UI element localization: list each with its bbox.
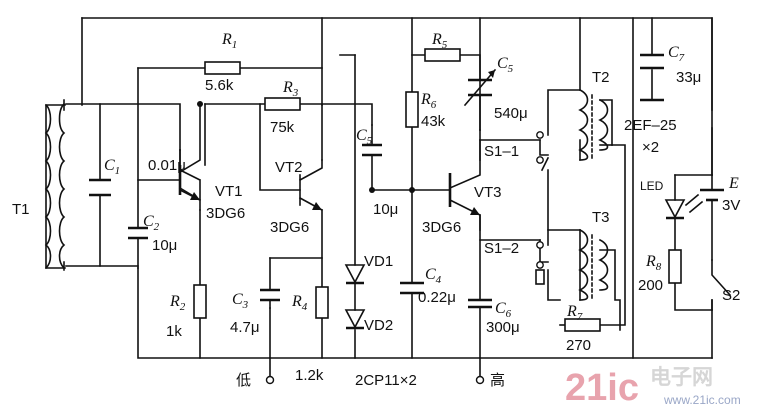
s1-switch-contacts bbox=[535, 131, 545, 285]
c6-label: C6 bbox=[495, 300, 512, 320]
r8-label: R8 bbox=[645, 253, 662, 273]
r4-value: 1.2k bbox=[295, 367, 324, 384]
vt3-label: VT3 bbox=[474, 184, 502, 201]
t-count: ×2 bbox=[642, 139, 659, 156]
r2-resistor bbox=[193, 284, 207, 319]
e-value: 3V bbox=[722, 197, 740, 214]
battery-e bbox=[700, 174, 724, 261]
vd1-label: VD1 bbox=[364, 253, 393, 270]
c5-variable-capacitor bbox=[463, 68, 497, 107]
led-label: LED bbox=[640, 179, 664, 193]
c5-var-label: C5 bbox=[497, 55, 514, 75]
vd2-diode bbox=[344, 309, 366, 330]
c5-input-label: C5 bbox=[356, 127, 373, 147]
wires bbox=[45, 17, 732, 359]
e-label: E bbox=[728, 175, 739, 192]
c3-value: 4.7μ bbox=[230, 319, 260, 336]
t3-label: T3 bbox=[592, 209, 610, 226]
watermark-brand: 21ic bbox=[565, 367, 639, 409]
c1-capacitor bbox=[89, 178, 111, 197]
vt2-type: 3DG6 bbox=[270, 219, 309, 236]
low-label: 低 bbox=[236, 371, 251, 389]
r2-label: R2 bbox=[169, 293, 186, 313]
r1-value: 5.6k bbox=[205, 77, 234, 94]
c3-capacitor bbox=[260, 288, 280, 309]
r2-value: 1k bbox=[166, 323, 182, 340]
c1-label: C1 bbox=[104, 157, 120, 177]
r4-label: R4 bbox=[291, 293, 308, 313]
t2-transformer bbox=[578, 88, 613, 161]
t2-label: T2 bbox=[592, 69, 610, 86]
high-terminal[interactable] bbox=[475, 375, 485, 385]
r1-resistor bbox=[204, 61, 241, 75]
vd-type: 2CP11×2 bbox=[355, 372, 417, 389]
t-type: 2EF–25 bbox=[624, 117, 677, 134]
c6-capacitor bbox=[468, 298, 492, 309]
c2-label: C2 bbox=[143, 213, 160, 233]
t1-transformer bbox=[44, 102, 66, 270]
vt1-label: VT1 bbox=[215, 183, 243, 200]
low-terminal[interactable] bbox=[265, 375, 275, 385]
vd1-diode bbox=[344, 264, 366, 311]
vt2-transistor bbox=[312, 202, 322, 210]
c4-value: 0.22μ bbox=[418, 289, 456, 306]
c4-label: C4 bbox=[425, 266, 442, 286]
c7-value: 33μ bbox=[676, 69, 701, 86]
r6-value: 43k bbox=[421, 113, 446, 130]
s2-label: S2 bbox=[722, 287, 740, 304]
vt1-type: 3DG6 bbox=[206, 205, 245, 222]
r1-label: R1 bbox=[221, 31, 237, 51]
r5-resistor bbox=[424, 48, 461, 62]
watermark-brand-cn: 电子网 bbox=[650, 365, 713, 389]
c7-label: C7 bbox=[668, 44, 685, 64]
c3-label: C3 bbox=[232, 291, 249, 311]
c6-value: 300μ bbox=[486, 319, 520, 336]
r8-value: 200 bbox=[638, 277, 663, 294]
r3-value: 75k bbox=[270, 119, 295, 136]
junction-dots bbox=[197, 101, 415, 193]
vt3-type: 3DG6 bbox=[422, 219, 461, 236]
vt2-label: VT2 bbox=[275, 159, 303, 176]
c5-input-value: 10μ bbox=[373, 201, 398, 218]
c2-capacitor bbox=[128, 226, 148, 269]
r5-label: R5 bbox=[431, 31, 448, 51]
r7-label: R7 bbox=[566, 303, 583, 323]
t1-label: T1 bbox=[12, 201, 30, 218]
r8-resistor bbox=[668, 249, 682, 284]
vd2-label: VD2 bbox=[364, 317, 393, 334]
c4-capacitor bbox=[400, 281, 424, 295]
labels: T1 C1 C2 10μ 0.01μ R1 5.6k R3 75k R2 1k … bbox=[12, 31, 740, 389]
c1-value: 0.01μ bbox=[148, 157, 186, 174]
r7-resistor bbox=[564, 318, 601, 332]
c2-value: 10μ bbox=[152, 237, 177, 254]
c5-input-capacitor bbox=[362, 143, 382, 157]
r4-resistor bbox=[315, 286, 329, 319]
watermark-url: www.21ic.com bbox=[663, 393, 741, 407]
t3-transformer bbox=[578, 228, 609, 301]
r6-resistor bbox=[405, 91, 419, 128]
led-diode bbox=[664, 193, 704, 220]
vt3-transistor bbox=[448, 173, 480, 215]
vt1-transistor bbox=[137, 103, 202, 202]
c7-capacitor bbox=[640, 53, 664, 102]
s1-1-label: S1–1 bbox=[484, 143, 519, 160]
high-label: 高 bbox=[490, 371, 505, 389]
r6-label: R6 bbox=[420, 91, 437, 111]
r7-value: 270 bbox=[566, 337, 591, 354]
watermark: 21ic 电子网 www.21ic.com bbox=[565, 365, 741, 409]
s1-2-label: S1–2 bbox=[484, 240, 519, 257]
r3-resistor bbox=[264, 97, 301, 111]
c5-var-value: 540μ bbox=[494, 105, 528, 122]
r3-label: R3 bbox=[282, 79, 299, 99]
